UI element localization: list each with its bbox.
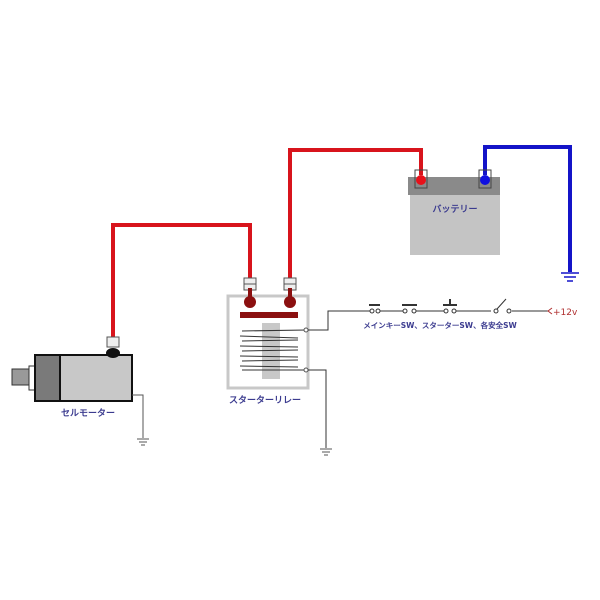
battery-positive-terminal <box>416 175 426 185</box>
relay-contact-bar <box>240 312 298 318</box>
battery-negative-terminal <box>480 175 490 185</box>
positive-wire-battery-relay <box>288 148 423 282</box>
ground-icon-motor <box>137 438 149 446</box>
negative-wire-battery-ground <box>483 145 572 272</box>
control-circuit <box>140 310 548 448</box>
battery-label: バッテリー <box>432 204 477 215</box>
positive-wire-relay-motor <box>111 223 252 338</box>
starter-relay: スターターリレー <box>226 277 310 406</box>
safety-switch-icon <box>443 299 457 314</box>
starter-switch-icon <box>402 304 417 314</box>
starter-motor-label: セルモーター <box>61 407 115 419</box>
supply-terminal-icon <box>547 307 553 315</box>
open-switch-icon <box>493 298 512 314</box>
ground-icon-battery <box>561 272 579 282</box>
supply-voltage-label: +12v <box>553 308 578 318</box>
starter-motor: セルモーター <box>11 336 133 419</box>
main-key-switch-icon <box>369 304 381 314</box>
relay-coil <box>239 329 307 371</box>
switches-label: メインキーSW、スターターSW、各安全SW <box>363 320 517 330</box>
battery: バッテリー <box>408 169 500 255</box>
starter-relay-label: スターターリレー <box>229 394 301 406</box>
ground-icon-relay <box>320 448 332 456</box>
